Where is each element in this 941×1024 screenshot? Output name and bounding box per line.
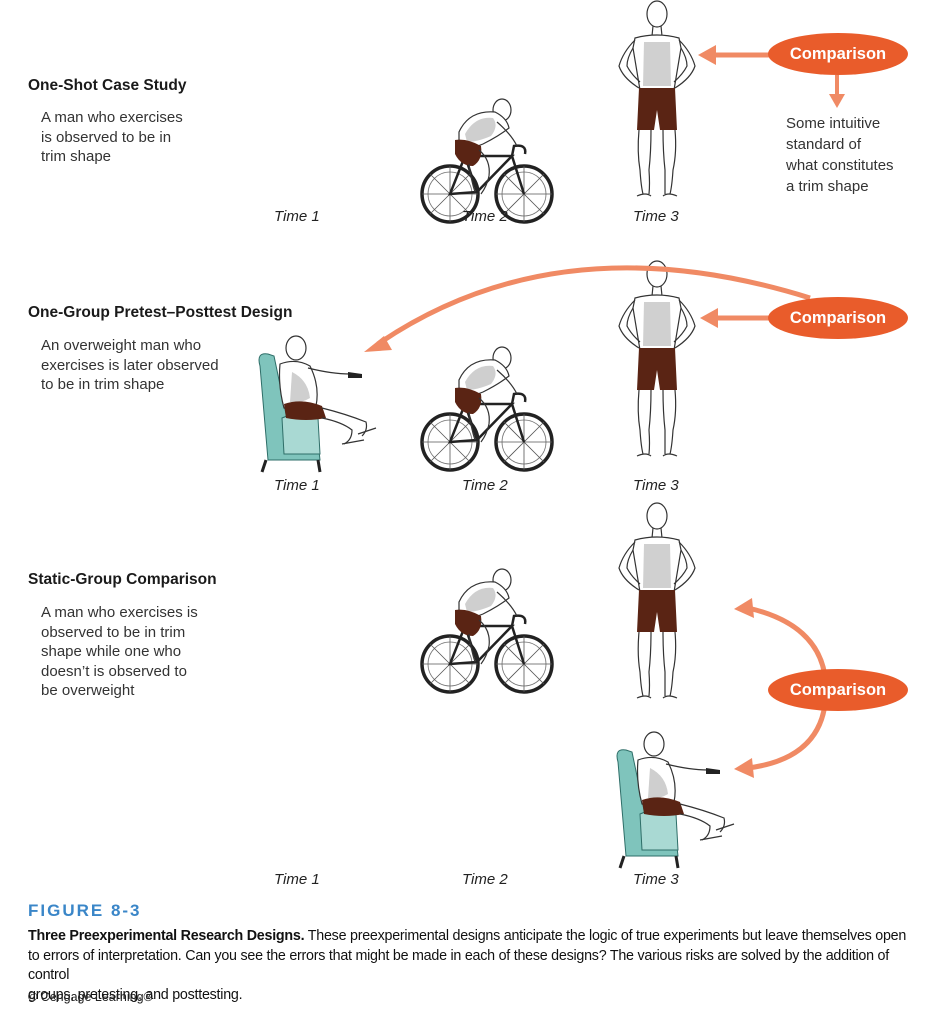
row2-time3: Time 3	[633, 477, 679, 494]
row1-title: One-Shot Case Study	[28, 77, 187, 94]
row2-description: An overweight man who exercises is later…	[41, 336, 219, 395]
row1-time2: Time 2	[462, 208, 508, 225]
row1-time3: Time 3	[633, 208, 679, 225]
row3-time3: Time 3	[633, 871, 679, 888]
row2-desc-line: An overweight man who	[41, 337, 202, 354]
copyright-credit: © Cengage Learning®	[28, 990, 153, 1004]
row1-description: A man who exercises is observed to be in…	[41, 108, 183, 167]
comparison-badge-row2: Comparison	[768, 297, 908, 339]
arrow-row1-to-standard	[829, 75, 845, 108]
figure-caption: Three Preexperimental Research Designs. …	[28, 927, 933, 1005]
row3-desc-line: observed to be in trim	[41, 623, 186, 641]
trim-man-row2	[618, 260, 696, 457]
row2-time2: Time 2	[462, 477, 508, 494]
row3-desc-line: doesn’t is observed to	[41, 662, 187, 680]
cyclist-row2	[420, 345, 554, 472]
figure-label: FIGURE 8-3	[28, 901, 142, 920]
trim-man-row1	[618, 0, 696, 197]
row3-description: A man who exercises is observed to be in…	[41, 603, 198, 701]
row2-title: One-Group Pretest–Posttest Design	[28, 304, 293, 321]
row3-time2: Time 2	[462, 871, 508, 888]
arrow-row1-to-man	[698, 45, 772, 65]
standard-line: a trim shape	[786, 178, 869, 195]
seated-man-row3	[615, 730, 736, 870]
caption-line: groups, pretesting, and posttesting.	[28, 986, 243, 1003]
seated-man-row2	[257, 334, 378, 474]
arrow-row2-to-man	[700, 308, 772, 328]
row2-time1: Time 1	[274, 477, 320, 494]
cyclist-row1	[420, 97, 554, 224]
standard-line: what constitutes	[786, 157, 894, 174]
row1-desc-line: is observed to be in	[41, 128, 172, 146]
standard-text: Some intuitive standard of what constitu…	[786, 113, 894, 197]
caption-line: These preexperimental designs anticipate…	[307, 928, 907, 944]
comparison-badge-row3: Comparison	[768, 669, 908, 711]
comparison-badge-row1: Comparison	[768, 33, 908, 75]
row3-desc-line: shape while one who	[41, 643, 182, 660]
cyclist-row3	[420, 567, 554, 694]
row3-title: Static-Group Comparison	[28, 571, 217, 588]
row3-time1: Time 1	[274, 871, 320, 888]
row2-desc-line: to be in trim shape	[41, 376, 165, 393]
row1-desc-line: trim shape	[41, 148, 112, 165]
row3-desc-line: be overweight	[41, 682, 135, 699]
caption-bold: Three Preexperimental Research Designs.	[28, 928, 305, 944]
caption-line: to errors of interpretation. Can you see…	[28, 947, 889, 984]
row1-time1: Time 1	[274, 208, 320, 225]
standard-line: Some intuitive	[786, 115, 881, 132]
row3-desc-line: A man who exercises is	[41, 604, 198, 621]
standard-line: standard of	[786, 136, 862, 153]
row2-desc-line: exercises is later observed	[41, 356, 219, 374]
trim-man-row3	[618, 502, 696, 699]
row1-desc-line: A man who exercises	[41, 109, 183, 126]
arrow-row2-to-pretest	[364, 265, 811, 352]
